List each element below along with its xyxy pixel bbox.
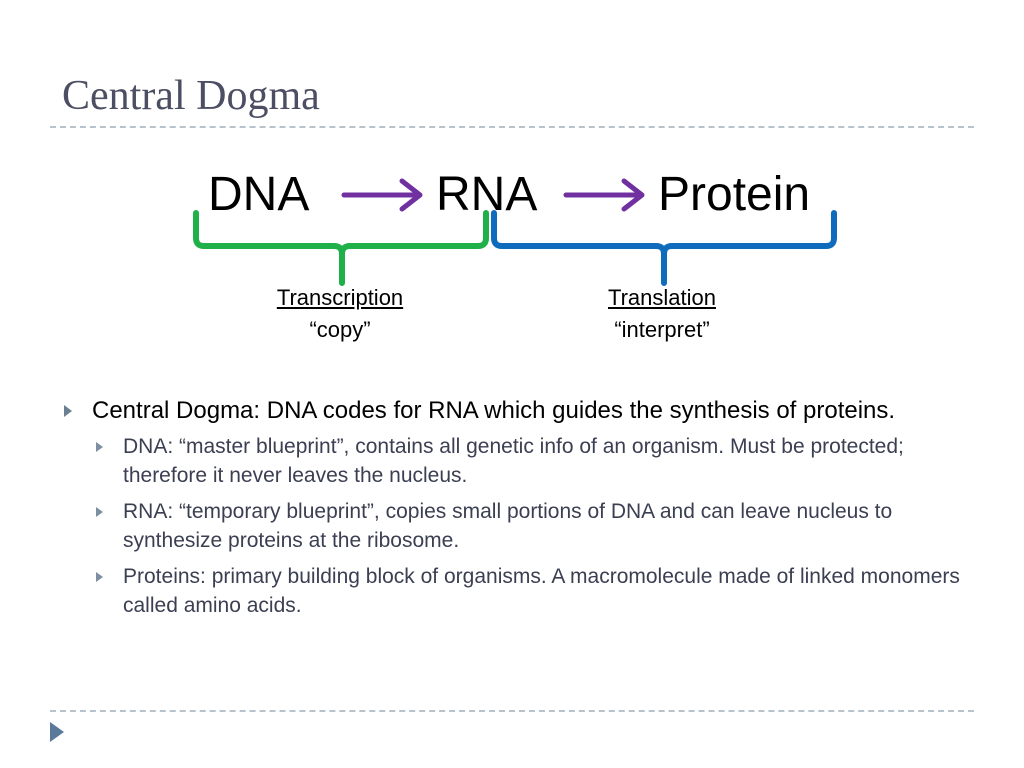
triangle-right-icon bbox=[50, 722, 64, 742]
sub-bullet-proteins: Proteins: primary building block of orga… bbox=[62, 562, 962, 620]
arrow-rna-to-protein bbox=[563, 178, 645, 212]
bullet-list: Central Dogma: DNA codes for RNA which g… bbox=[62, 394, 962, 627]
sub-bullet-rna: RNA: “temporary blueprint”, copies small… bbox=[62, 497, 962, 555]
sub-bullet-text: Proteins: primary building block of orga… bbox=[123, 565, 960, 617]
triangle-right-icon bbox=[64, 405, 72, 417]
translation-label: Translation “interpret” bbox=[562, 282, 762, 346]
flow-protein: Protein bbox=[658, 168, 811, 221]
translation-bracket bbox=[491, 210, 837, 286]
arrow-dna-to-rna bbox=[341, 178, 423, 212]
flow-dna: DNA bbox=[208, 168, 310, 221]
sub-bullet-list: DNA: “master blueprint”, contains all ge… bbox=[62, 432, 962, 620]
triangle-right-icon bbox=[96, 507, 103, 517]
translation-name: Translation bbox=[607, 285, 716, 310]
main-bullet: Central Dogma: DNA codes for RNA which g… bbox=[62, 394, 962, 428]
transcription-bracket bbox=[193, 210, 489, 286]
flow-rna: RNA bbox=[436, 168, 538, 221]
sub-bullet-text: DNA: “master blueprint”, contains all ge… bbox=[123, 435, 904, 487]
transcription-label: Transcription “copy” bbox=[240, 282, 440, 346]
sub-bullet-dna: DNA: “master blueprint”, contains all ge… bbox=[62, 432, 962, 490]
main-bullet-text: Central Dogma: DNA codes for RNA which g… bbox=[92, 397, 896, 424]
slide-title: Central Dogma bbox=[62, 73, 320, 119]
sub-bullet-text: RNA: “temporary blueprint”, copies small… bbox=[123, 500, 893, 552]
triangle-right-icon bbox=[96, 572, 103, 582]
triangle-right-icon bbox=[96, 442, 103, 452]
transcription-name: Transcription bbox=[276, 285, 404, 310]
footer-divider bbox=[50, 710, 974, 712]
transcription-gloss: “copy” bbox=[309, 317, 371, 342]
translation-gloss: “interpret” bbox=[614, 317, 710, 342]
title-divider bbox=[50, 126, 974, 128]
